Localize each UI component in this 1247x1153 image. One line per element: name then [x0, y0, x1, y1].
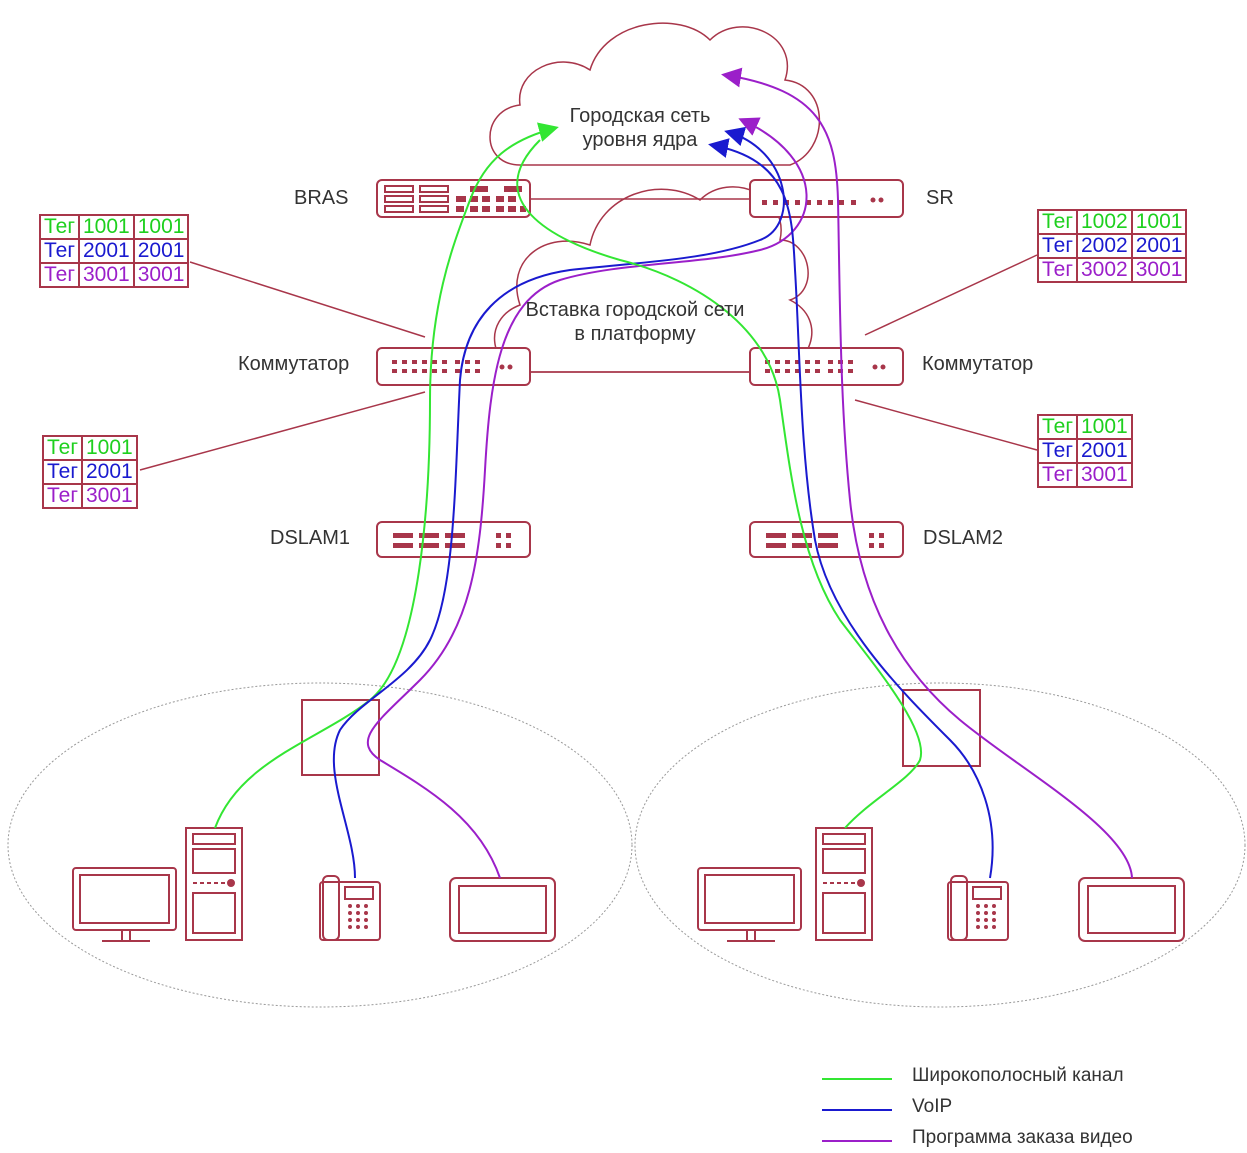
switch-left-device [376, 347, 531, 386]
ip-phone-icon [319, 875, 381, 941]
modem-box-right [902, 689, 981, 767]
tag-row: Тег 2001 [1037, 438, 1133, 464]
tag-table-top-right: Тег 1002 1001 Тег 2002 2001 Тег 3002 300… [1037, 209, 1188, 283]
tag-cell: 3001 [132, 262, 190, 288]
tag-cell: Тег [42, 459, 83, 485]
tag-connector [189, 261, 426, 338]
dslam2-device [749, 521, 904, 558]
sr-device [749, 179, 904, 218]
tag-row: Тег 1001 1001 [39, 214, 190, 240]
tag-cell: Тег [1037, 414, 1078, 440]
sr-label: SR [926, 187, 954, 209]
dslam2-label: DSLAM2 [923, 527, 1004, 549]
legend: Широкополосный канал VoIP Программа зака… [822, 1065, 1222, 1148]
subscriber-area-right [634, 682, 1246, 1008]
switch-right-device [749, 347, 904, 386]
tag-cell: 1001 [132, 214, 190, 240]
tag-cell: Тег [42, 435, 83, 461]
monitor-icon [697, 867, 802, 942]
pc-tower-icon [815, 827, 873, 941]
insert-cloud-line2: в платформу [574, 323, 696, 345]
tag-row: Тег 3001 3001 [39, 262, 190, 288]
voip-path-right [708, 138, 994, 879]
legend-line-voip [822, 1109, 892, 1111]
tag-cell: 3001 [1130, 257, 1188, 283]
tag-cell: 1002 [1076, 209, 1133, 235]
dslam1-device [376, 521, 531, 558]
insert-cloud-line1: Вставка городской сети [525, 299, 745, 321]
tag-cell: 1001 [1076, 414, 1133, 440]
vod-path-right [721, 67, 1133, 879]
core-cloud-line2: уровня ядра [582, 129, 698, 151]
tag-cell: 2001 [1130, 233, 1188, 259]
broadband-path-left [214, 122, 559, 829]
tag-cell: 2001 [132, 238, 190, 264]
modem-box-left [301, 699, 380, 776]
core-cloud-label: Городская сеть уровня ядра [520, 104, 760, 152]
tag-cell: Тег [1037, 233, 1078, 259]
legend-label-vod: Программа заказа видео [912, 1127, 1133, 1148]
tag-cell: 3002 [1076, 257, 1133, 283]
tag-cell: Тег [39, 238, 80, 264]
pc-tower-icon [185, 827, 243, 941]
legend-line-broadband [822, 1078, 892, 1080]
broadband-path-right [516, 139, 923, 829]
tag-table-top-left: Тег 1001 1001 Тег 2001 2001 Тег 3001 300… [39, 214, 190, 288]
tag-cell: 2001 [1076, 438, 1133, 464]
switch-left-label: Коммутатор [238, 353, 350, 375]
tag-connector [854, 399, 1038, 451]
tag-connector [864, 254, 1038, 336]
legend-label-voip: VoIP [912, 1096, 953, 1117]
tag-cell: 1001 [81, 435, 138, 461]
tag-cell: Тег [1037, 462, 1078, 488]
insert-cloud [493, 186, 813, 373]
vod-path-left [366, 117, 808, 879]
tag-cell: 2002 [1076, 233, 1133, 259]
tag-cell: Тег [1037, 438, 1078, 464]
tag-cell: Тег [39, 262, 80, 288]
tv-icon [1078, 877, 1185, 942]
tag-row: Тег 3002 3001 [1037, 257, 1188, 283]
insert-cloud-label: Вставка городской сети в платформу [505, 298, 765, 346]
tag-cell: 2001 [81, 459, 138, 485]
bras-label: BRAS [294, 187, 349, 209]
tag-row: Тег 1001 [1037, 414, 1133, 440]
tag-row: Тег 2001 [42, 459, 138, 485]
switch-right-label: Коммутатор [922, 353, 1034, 375]
tag-row: Тег 2002 2001 [1037, 233, 1188, 259]
tag-row: Тег 2001 2001 [39, 238, 190, 264]
tag-row: Тег 1002 1001 [1037, 209, 1188, 235]
tag-cell: Тег [1037, 257, 1078, 283]
tv-icon [449, 877, 556, 942]
bras-device [376, 179, 531, 218]
monitor-icon [72, 867, 177, 942]
subscriber-area-left [7, 682, 633, 1008]
legend-label-broadband: Широкополосный канал [912, 1065, 1124, 1086]
tag-cell: 3001 [81, 483, 138, 509]
tag-cell: 1001 [78, 214, 135, 240]
tag-cell: Тег [1037, 209, 1078, 235]
legend-line-vod [822, 1140, 892, 1142]
voip-path-left [332, 126, 785, 879]
tag-cell: 3001 [78, 262, 135, 288]
tag-cell: 3001 [1076, 462, 1133, 488]
tag-row: Тег 3001 [42, 483, 138, 509]
tag-cell: Тег [42, 483, 83, 509]
tag-table-bottom-left: Тег 1001 Тег 2001 Тег 3001 [42, 435, 138, 509]
tag-cell: 2001 [78, 238, 135, 264]
tag-row: Тег 3001 [1037, 462, 1133, 488]
core-cloud-line1: Городская сеть [569, 105, 711, 127]
tag-table-bottom-right: Тег 1001 Тег 2001 Тег 3001 [1037, 414, 1133, 488]
ip-phone-icon [947, 875, 1009, 941]
tag-connector [139, 391, 426, 471]
dslam1-label: DSLAM1 [270, 527, 351, 549]
tag-cell: Тег [39, 214, 80, 240]
tag-row: Тег 1001 [42, 435, 138, 461]
tag-cell: 1001 [1130, 209, 1188, 235]
